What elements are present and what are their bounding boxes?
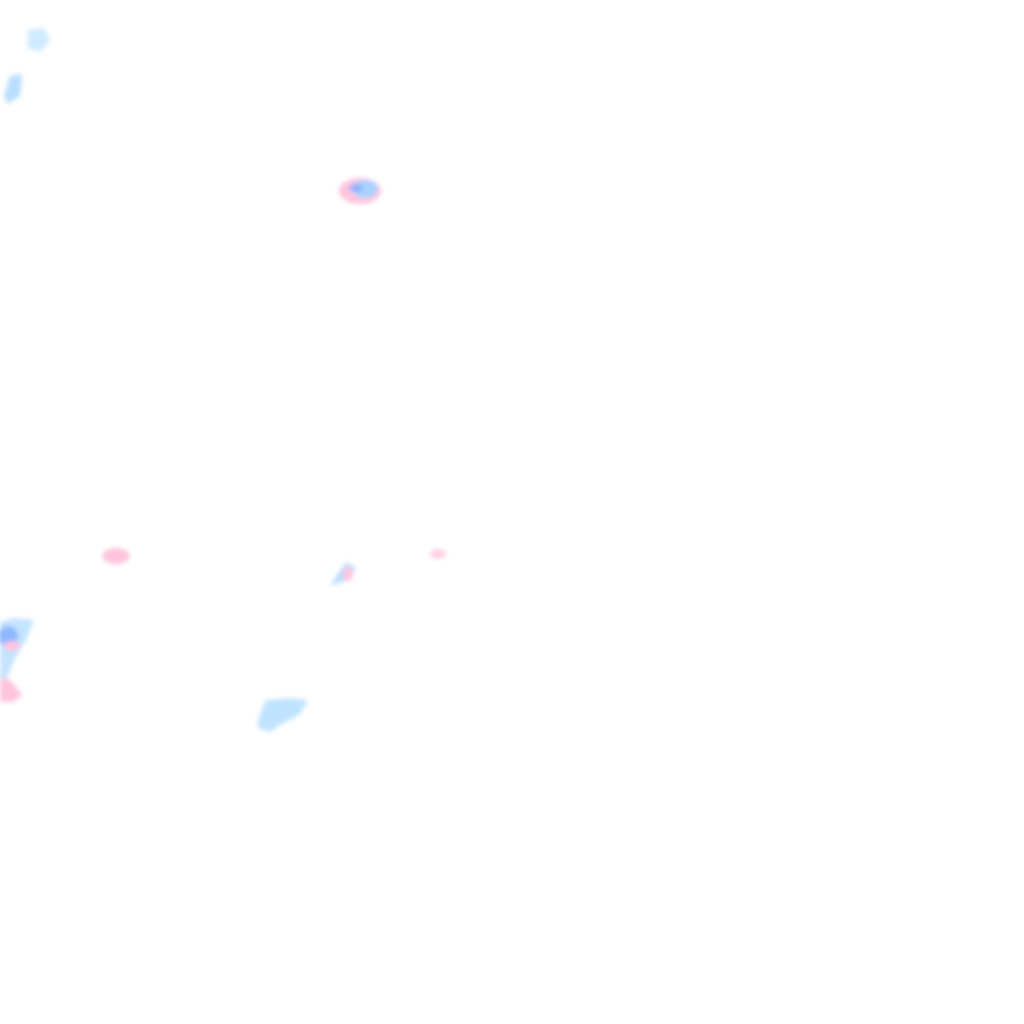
precip-cell [4, 74, 22, 104]
precip-cell [0, 626, 18, 646]
precip-cell [343, 567, 353, 581]
precip-cell [430, 549, 446, 559]
precip-cell [349, 184, 363, 192]
precip-cell [28, 28, 50, 52]
precip-cell [0, 678, 22, 702]
precip-cell [4, 641, 20, 651]
precip-cell [102, 548, 130, 564]
precip-cell [258, 698, 308, 732]
